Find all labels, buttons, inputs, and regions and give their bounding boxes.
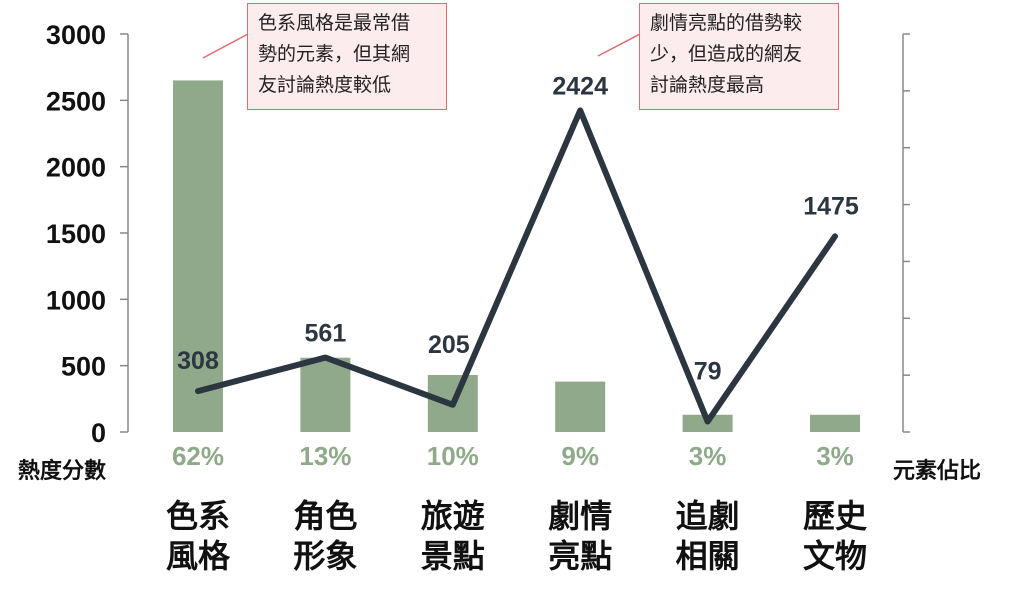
left-axis-tick-label: 1000 bbox=[46, 285, 106, 315]
left-axis-tick-label: 0 bbox=[91, 418, 106, 448]
annotation-note-1: 劇情亮點的借勢較 少，但造成的網友 討論熱度最高 bbox=[639, 3, 839, 110]
category-label: 形象 bbox=[293, 537, 357, 575]
annotation-note-line: 色系風格是最常借 bbox=[258, 12, 411, 34]
annotation-note-line: 少，但造成的網友 bbox=[650, 43, 803, 65]
category-label: 景點 bbox=[421, 537, 485, 575]
annotation-note-line: 友討論熱度較低 bbox=[258, 74, 392, 96]
line-path bbox=[195, 107, 838, 425]
line-value-label: 205 bbox=[428, 331, 470, 359]
line-value-label: 1475 bbox=[803, 192, 859, 220]
left-axis-tick-label: 500 bbox=[61, 352, 106, 382]
category-label: 風格 bbox=[166, 537, 231, 575]
category-label: 角色 bbox=[293, 497, 357, 535]
bar-percent-label: 9% bbox=[561, 441, 599, 471]
line-value-label: 308 bbox=[177, 347, 219, 375]
right-axis-title: 元素佔比 bbox=[893, 458, 981, 484]
category-label: 歷史 bbox=[803, 497, 867, 535]
left-axis-tick-label: 1500 bbox=[46, 219, 106, 249]
bar-percent-label: 62% bbox=[172, 441, 224, 471]
category-label: 劇情 bbox=[548, 497, 612, 535]
right-axis bbox=[902, 33, 910, 433]
left-axis-title: 熱度分數 bbox=[18, 458, 106, 484]
left-axis: 0 500 1000 1500 2000 2500 3000 bbox=[46, 20, 129, 448]
category-label: 旅遊 bbox=[421, 497, 485, 535]
category-label: 文物 bbox=[803, 537, 867, 575]
left-axis-tick-label: 2500 bbox=[46, 86, 106, 116]
bar-percent-label: 3% bbox=[816, 441, 854, 471]
annotation-note-0: 色系風格是最常借 勢的元素，但其網 友討論熱度較低 bbox=[247, 3, 447, 110]
bar-percent-label: 13% bbox=[299, 441, 351, 471]
annotation-leader bbox=[597, 33, 641, 57]
category-label: 色系 bbox=[166, 497, 230, 535]
annotation-leaders bbox=[202, 33, 641, 59]
bar bbox=[555, 381, 606, 432]
category-label: 追劇 bbox=[676, 497, 740, 535]
category-label: 亮點 bbox=[548, 537, 612, 575]
bar-percent-label: 10% bbox=[427, 441, 479, 471]
line-value-label: 561 bbox=[305, 320, 347, 348]
bar bbox=[173, 80, 223, 432]
bar bbox=[300, 357, 351, 432]
category-label: 相關 bbox=[676, 537, 740, 575]
line-value-label: 79 bbox=[694, 358, 722, 386]
annotation-note-line: 勢的元素，但其網 bbox=[258, 43, 411, 65]
line-value-labels: 308 561 205 2424 79 1475 bbox=[177, 72, 859, 385]
bar-percent-label: 3% bbox=[689, 441, 727, 471]
line-series bbox=[195, 107, 838, 425]
annotation-leader bbox=[202, 33, 249, 59]
annotation-note-line: 討論熱度最高 bbox=[650, 74, 765, 96]
line-value-label: 2424 bbox=[552, 72, 608, 100]
bar bbox=[810, 414, 860, 432]
annotation-note-line: 劇情亮點的借勢較 bbox=[650, 12, 803, 34]
left-axis-tick-label: 3000 bbox=[46, 20, 106, 50]
percent-labels: 62% 13% 10% 9% 3% 3% bbox=[172, 441, 854, 471]
left-axis-tick-label: 2000 bbox=[46, 153, 106, 183]
